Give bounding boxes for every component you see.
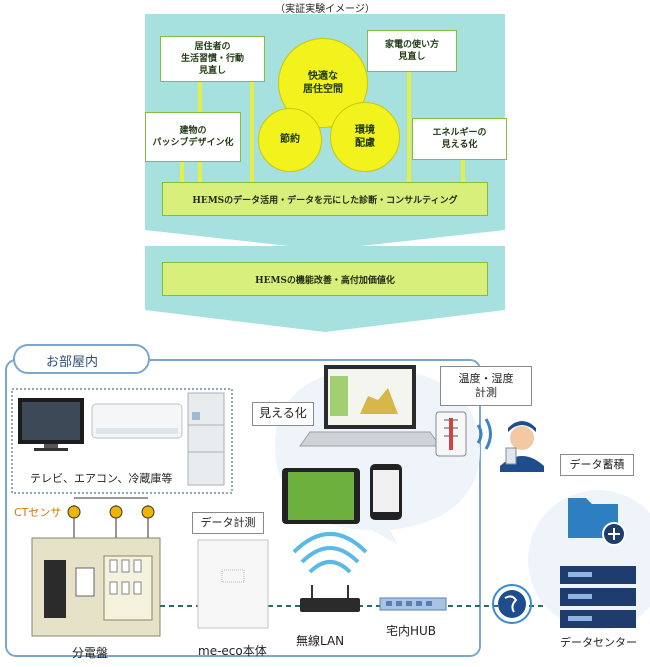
me-eco-label: me-eco本体 — [198, 644, 267, 658]
wifi-router-icon — [292, 532, 368, 612]
room-label-bg — [13, 344, 150, 374]
home-hub-icon — [379, 597, 447, 611]
ct-sensor-label: CTセンサ — [14, 506, 62, 519]
temp-humidity-tag: 温度・湿度 計測 — [440, 366, 532, 406]
ct-sensor-dot — [67, 505, 81, 519]
laptop-icon — [299, 365, 441, 447]
air-conditioner-icon — [91, 403, 183, 439]
box-passive-design: 建物の パッシブデザイン化 — [145, 112, 241, 162]
folder-plus-icon — [568, 498, 626, 546]
connector-line — [180, 162, 184, 182]
wifi-label: 無線LAN — [296, 634, 345, 648]
room-label: お部屋内 — [46, 355, 99, 370]
signal-waves-icon — [476, 418, 492, 450]
server-icon — [560, 566, 636, 628]
me-eco-device-icon — [197, 539, 269, 629]
connector-line — [461, 160, 465, 182]
appliances-label: テレビ、エアコン、冷蔵庫等 — [30, 472, 173, 485]
box-energy-visualize: エネルギーの 見える化 — [412, 118, 507, 160]
bar-hems-consulting: HEMSのデータ活用・データを元にした診断・コンサルティング — [162, 182, 488, 216]
technician-icon — [500, 421, 544, 472]
data-measurement-tag: データ計測 — [192, 512, 264, 534]
home-hub-label: 宅内HUB — [386, 624, 437, 638]
visualization-tag: 見える化 — [252, 402, 314, 426]
data-storage-tag: データ蓄積 — [560, 454, 634, 476]
ct-sensor-dot — [141, 505, 155, 519]
appliances-box — [11, 388, 233, 494]
bar-hems-improvement: HEMSの機能改善・高付加価値化 — [162, 262, 488, 296]
circle-saving: 節約 — [258, 108, 322, 172]
circle-environment: 環境 配慮 — [330, 102, 400, 172]
temperature-sensor-icon — [435, 411, 467, 457]
room-border — [5, 359, 481, 657]
distribution-panel-label: 分電盤 — [72, 646, 109, 660]
diagram-caption: （実証実験イメージ） — [275, 4, 375, 15]
distribution-panel-icon — [31, 537, 161, 637]
globe-connector-icon — [492, 584, 532, 624]
connector-line — [407, 72, 411, 182]
tv-icon — [18, 398, 84, 451]
tablet-icon — [282, 468, 360, 524]
ct-sensor-dot — [109, 505, 123, 519]
smartphone-icon — [370, 464, 402, 520]
connector-line — [250, 82, 254, 182]
refrigerator-icon — [187, 392, 225, 486]
datacenter-label: データセンター — [560, 636, 637, 649]
box-resident-habits: 居住者の 生活習慣・行動 見直し — [160, 36, 265, 82]
box-appliance-usage: 家電の使い方 見直し — [367, 30, 457, 72]
